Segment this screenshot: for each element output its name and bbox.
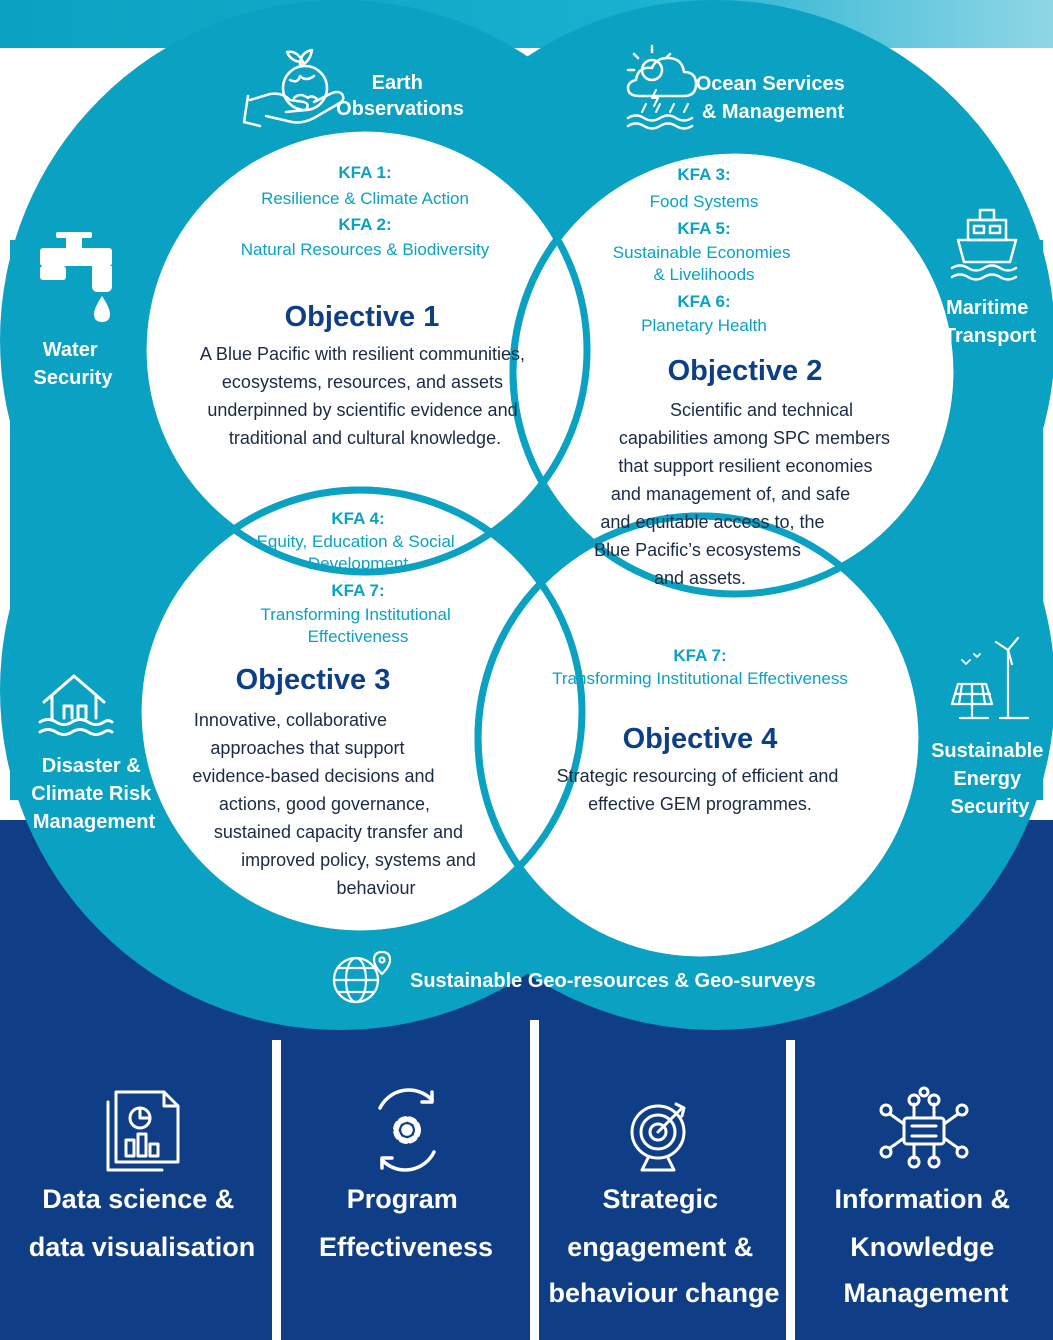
pillar-dividers — [272, 1020, 795, 1340]
kfa-3-heading: KFA 3: — [677, 165, 730, 184]
objective-3-body: Innovative, collaborative approaches tha… — [192, 710, 480, 898]
kfa-7-text: Transforming Institutional Effectiveness — [261, 605, 456, 646]
earth-observations-label: Earth Observations — [336, 72, 464, 120]
objective-outlines — [134, 124, 961, 964]
kfa-1-heading: KFA 1: — [338, 163, 391, 182]
kfa-5-heading: KFA 5: — [677, 219, 730, 238]
globe-pin-icon — [332, 950, 392, 1004]
objective-1: KFA 1: Resilience & Climate Action KFA 2… — [200, 163, 530, 448]
kfa-6-text: Planetary Health — [641, 316, 767, 335]
objective-2-title: Objective 2 — [668, 355, 823, 387]
energy-security-label: Sustainable Energy Security — [931, 740, 1049, 818]
maritime-transport-label: Maritime Transport — [944, 297, 1037, 347]
data-report-icon — [106, 1090, 180, 1172]
network-chip-icon — [879, 1086, 969, 1169]
georesources-label: Sustainable Geo-resources & Geo-surveys — [410, 970, 816, 992]
kfa-5-text: Sustainable Economies & Livelihoods — [613, 243, 795, 284]
objective-2: KFA 3: Food Systems KFA 5: Sustainable E… — [594, 165, 895, 588]
top-band — [0, 0, 1053, 48]
weather-cloud-icon — [626, 44, 698, 130]
kfa-4-heading: KFA 4: — [331, 509, 384, 528]
solar-wind-icon — [950, 636, 1030, 720]
pillar-data-science-label: Data science & data visualisation — [29, 1184, 256, 1262]
flooded-house-icon — [38, 674, 114, 736]
kfa-2-heading: KFA 2: — [338, 215, 391, 234]
water-tap-icon — [40, 232, 112, 322]
kfa-7b-heading: KFA 7: — [673, 646, 726, 665]
gear-cycle-icon — [378, 1088, 436, 1172]
kfa-1-text: Resilience & Climate Action — [261, 189, 469, 208]
ocean-services-label: Ocean Services & Management — [696, 73, 851, 123]
kfa-6-heading: KFA 6: — [677, 292, 730, 311]
objective-4-title: Objective 4 — [623, 723, 778, 755]
water-security-label: Water Security — [34, 339, 114, 389]
objective-1-title: Objective 1 — [285, 301, 440, 333]
disaster-risk-label: Disaster & Climate Risk Management — [31, 755, 157, 833]
kfa-4-text: Equity, Education & Social Development — [257, 532, 460, 573]
ship-icon — [950, 208, 1018, 281]
pillar-program-effectiveness-label: Program Effectiveness — [319, 1184, 493, 1262]
objective-3-title: Objective 3 — [236, 664, 391, 696]
objective-circles — [134, 124, 961, 964]
objective-1-body: A Blue Pacific with resilient communitie… — [200, 344, 530, 448]
target-icon — [630, 1102, 686, 1172]
objective-4: KFA 7: Transforming Institutional Effect… — [552, 646, 848, 814]
kfa-7-heading: KFA 7: — [331, 581, 384, 600]
pillar-information-knowledge-label: Information & Knowledge Management — [834, 1184, 1017, 1308]
objective-4-body: Strategic resourcing of efficient and ef… — [557, 766, 844, 814]
kfa-7b-text: Transforming Institutional Effectiveness — [552, 669, 848, 688]
pillar-strategic-engagement-label: Strategic engagement & behaviour change — [548, 1184, 779, 1308]
kfa-2-text: Natural Resources & Biodiversity — [241, 240, 490, 259]
kfa-3-text: Food Systems — [650, 192, 759, 211]
hand-globe-icon — [242, 48, 345, 128]
objective-3: KFA 4: Equity, Education & Social Develo… — [192, 509, 480, 898]
objective-2-body: Scientific and technical capabilities am… — [594, 400, 895, 588]
